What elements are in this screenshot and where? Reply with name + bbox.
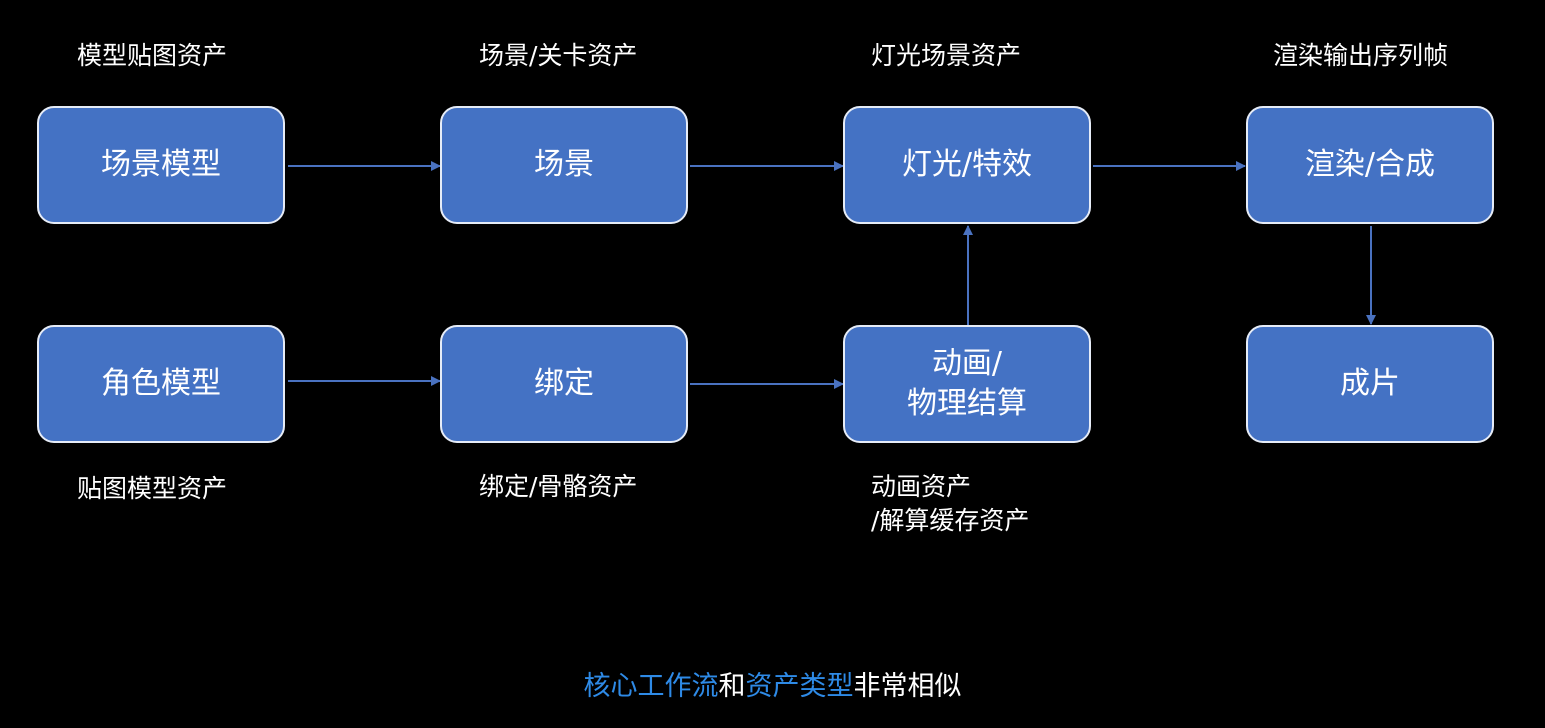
label-rig-skeleton-assets: 绑定/骨骼资产 xyxy=(479,472,638,501)
node-lighting-fx-label: 灯光/特效 xyxy=(901,147,1033,182)
caption: 核心工作流和资产类型非常相似 xyxy=(0,668,1545,706)
node-render-comp-label: 渲染/合成 xyxy=(1304,147,1436,182)
node-animation-sim: 动画/ 物理结算 xyxy=(843,325,1091,443)
node-scene-model: 场景模型 xyxy=(37,106,285,224)
caption-very-similar: 非常相似 xyxy=(853,671,962,702)
label-lighting-scene-assets: 灯光场景资产 xyxy=(871,41,1022,70)
node-animation-sim-line1: 动画/ xyxy=(931,346,1003,381)
node-character-model-label: 角色模型 xyxy=(101,366,221,401)
node-lighting-fx: 灯光/特效 xyxy=(843,106,1091,224)
node-animation-sim-line2: 物理结算 xyxy=(907,386,1027,421)
node-rigging-label: 绑定 xyxy=(534,366,594,401)
label-model-texture-assets: 模型贴图资产 xyxy=(77,41,228,70)
label-scene-level-assets: 场景/关卡资产 xyxy=(479,41,638,70)
caption-highlight-workflow: 核心工作流 xyxy=(583,671,719,702)
caption-and: 和 xyxy=(718,671,746,702)
caption-highlight-asset-types: 资产类型 xyxy=(745,671,854,702)
label-texture-model-assets: 贴图模型资产 xyxy=(77,474,228,503)
label-animation-assets-line1: 动画资产 xyxy=(871,472,972,501)
node-rigging: 绑定 xyxy=(440,325,688,443)
node-character-model: 角色模型 xyxy=(37,325,285,443)
node-scene-model-label: 场景模型 xyxy=(101,147,221,182)
node-scene: 场景 xyxy=(440,106,688,224)
node-final-film-label: 成片 xyxy=(1340,366,1400,401)
label-animation-assets: 动画资产 /解算缓存资产 xyxy=(871,470,1029,538)
node-final-film: 成片 xyxy=(1246,325,1494,443)
label-animation-assets-line2: /解算缓存资产 xyxy=(871,506,1030,535)
node-scene-label: 场景 xyxy=(534,147,594,182)
label-render-output-frames: 渲染输出序列帧 xyxy=(1273,41,1449,70)
node-render-comp: 渲染/合成 xyxy=(1246,106,1494,224)
